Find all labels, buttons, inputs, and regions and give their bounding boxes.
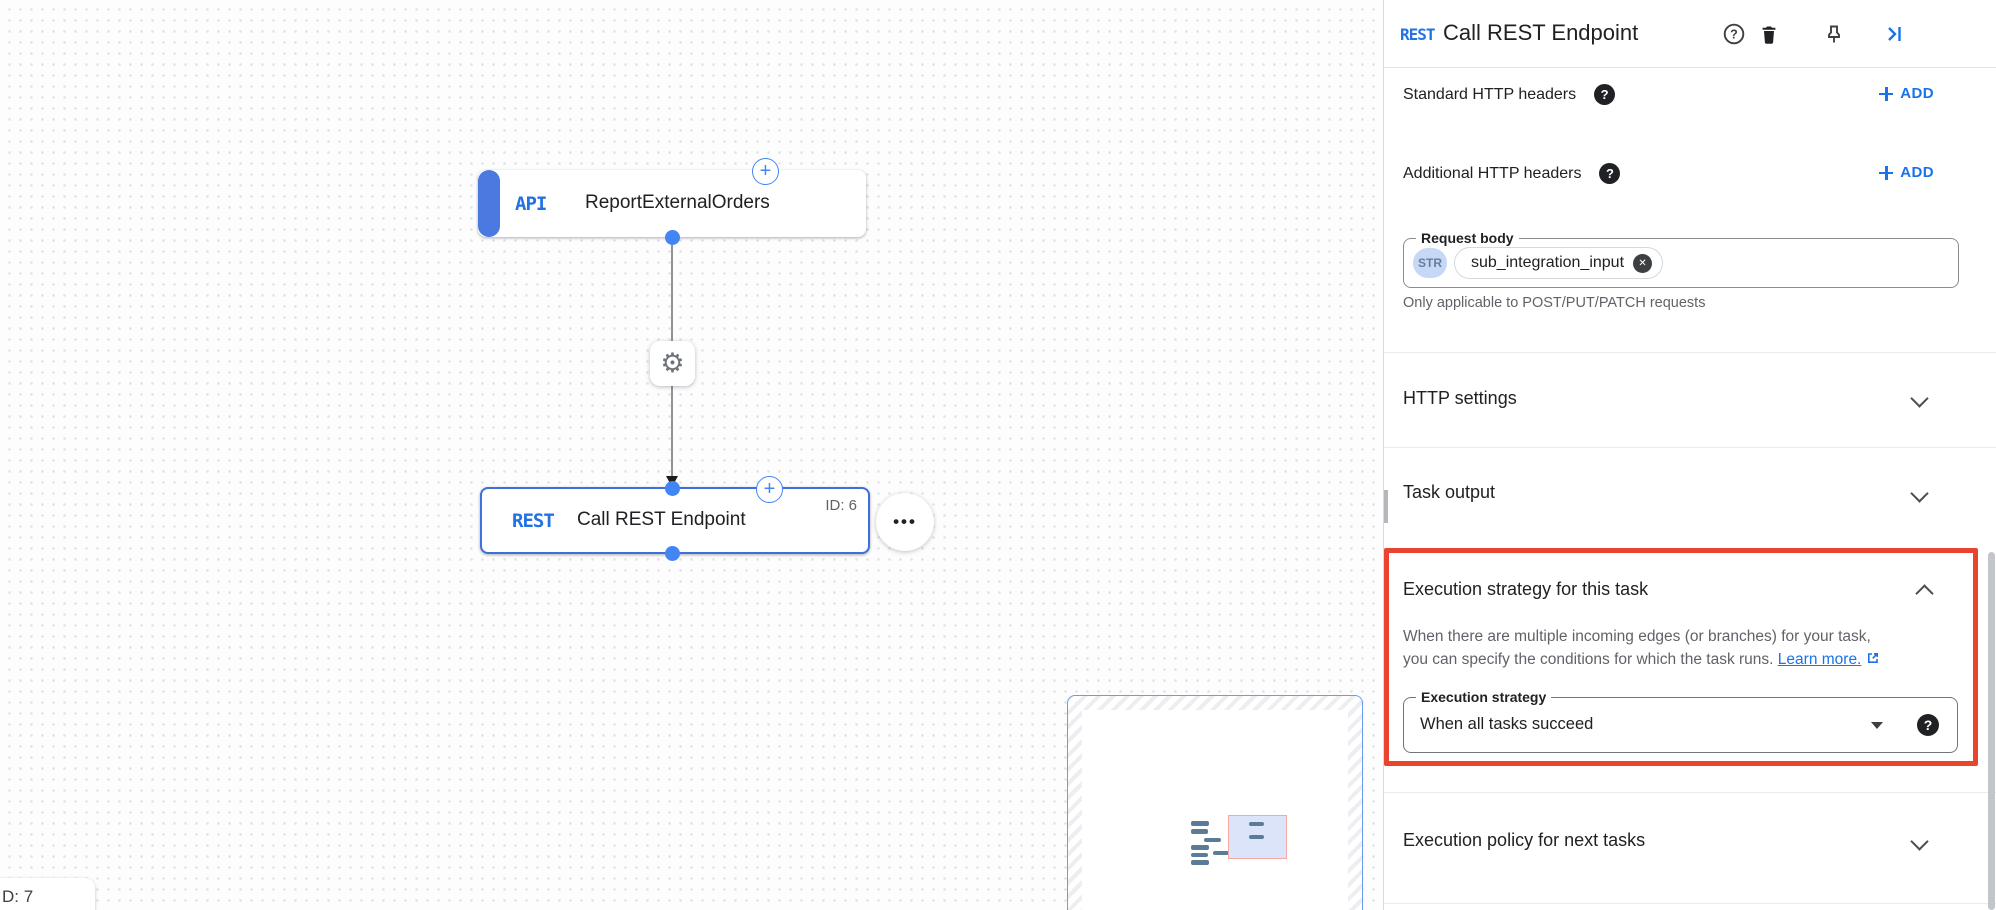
execution-strategy-value: When all tasks succeed	[1420, 715, 1594, 733]
additional-headers-label: Additional HTTP headers	[1403, 164, 1582, 182]
gear-icon: ⚙	[660, 348, 685, 378]
execution-strategy-select[interactable]: Execution strategy When all tasks succee…	[1403, 689, 1958, 753]
workflow-canvas[interactable]: ⚙ API ReportExternalOrders + REST Call R…	[0, 0, 1383, 910]
execution-strategy-field-label: Execution strategy	[1416, 689, 1552, 705]
node-report-external-orders[interactable]: API ReportExternalOrders	[478, 170, 866, 237]
request-body-label: Request body	[1416, 230, 1519, 246]
divider	[1384, 352, 1996, 353]
edge-settings-button[interactable]: ⚙	[650, 341, 695, 386]
minimap-node-bar	[1191, 829, 1208, 834]
svg-text:?: ?	[1730, 28, 1738, 42]
minimap-node-bar	[1249, 822, 1264, 826]
help-icon[interactable]: ?	[1599, 163, 1621, 184]
string-type-chip: STR	[1413, 248, 1447, 278]
execution-strategy-title: Execution strategy for this task	[1403, 579, 1649, 599]
minimap-node-bar	[1191, 845, 1209, 850]
panel-scroll-indicator	[1384, 490, 1388, 523]
api-task-icon: API	[515, 193, 547, 215]
remove-value-icon[interactable]: ✕	[1633, 253, 1653, 273]
node-title: ReportExternalOrders	[585, 192, 770, 213]
minimap-viewport[interactable]	[1228, 815, 1287, 859]
divider	[1384, 447, 1996, 448]
execution-policy-section[interactable]: Execution policy for next tasks	[1384, 792, 1996, 903]
learn-more-link[interactable]: Learn more.	[1777, 651, 1862, 668]
rest-task-icon: REST	[1400, 25, 1436, 44]
request-body-field[interactable]: Request body STR sub_integration_input ✕	[1403, 230, 1959, 288]
minimap-node-bar	[1213, 851, 1229, 855]
request-body-helper: Only applicable to POST/PUT/PATCH reques…	[1403, 295, 1706, 311]
minimap-node-bar	[1191, 860, 1209, 865]
node-more-options-button[interactable]: •••	[876, 493, 934, 551]
add-node-icon[interactable]: +	[756, 476, 783, 503]
help-icon[interactable]: ?	[1594, 84, 1616, 105]
node-accent-bar	[478, 170, 500, 237]
external-link-icon	[1867, 653, 1878, 663]
task-output-label: Task output	[1403, 482, 1496, 502]
http-settings-section[interactable]: HTTP settings	[1384, 352, 1996, 447]
help-icon[interactable]: ?	[1722, 22, 1746, 46]
add-icon	[1879, 165, 1894, 180]
minimap[interactable]	[1067, 695, 1363, 910]
chevron-down-icon	[1910, 484, 1929, 503]
minimap-node-bar	[1204, 838, 1221, 842]
add-additional-header-button[interactable]: ADD	[1879, 164, 1934, 181]
execution-strategy-description: When there are multiple incoming edges (…	[1403, 625, 1969, 671]
minimap-node-bar	[1249, 835, 1264, 839]
rest-task-icon: REST	[512, 510, 555, 532]
delete-icon[interactable]	[1757, 22, 1781, 46]
divider	[1384, 792, 1996, 793]
input-port-dot[interactable]	[665, 481, 680, 496]
collapse-panel-icon[interactable]	[1882, 22, 1906, 46]
minimap-extent	[1082, 710, 1348, 910]
output-port-dot[interactable]	[665, 546, 680, 561]
request-body-value-chip[interactable]: sub_integration_input ✕	[1454, 247, 1664, 279]
panel-title: Call REST Endpoint	[1443, 20, 1639, 45]
add-node-icon[interactable]: +	[752, 158, 779, 185]
execution-policy-label: Execution policy for next tasks	[1403, 830, 1646, 850]
chevron-up-icon	[1915, 584, 1934, 603]
additional-headers-row: Additional HTTP headers ?	[1403, 163, 1621, 184]
chevron-down-icon	[1910, 832, 1929, 851]
node-call-rest-endpoint[interactable]: REST Call REST Endpoint ID: 6	[480, 487, 870, 554]
add-standard-header-button[interactable]: ADD	[1879, 85, 1934, 102]
add-icon	[1879, 86, 1894, 101]
dropdown-arrow-icon	[1871, 722, 1883, 729]
node-id-badge: D: 7	[2, 887, 34, 906]
node-title: Call REST Endpoint	[577, 509, 746, 530]
task-output-section[interactable]: Task output	[1384, 447, 1996, 542]
pin-icon[interactable]	[1822, 22, 1846, 46]
help-icon[interactable]: ?	[1917, 714, 1939, 736]
standard-headers-row: Standard HTTP headers ?	[1403, 84, 1616, 105]
standard-headers-label: Standard HTTP headers	[1403, 85, 1577, 103]
panel-header: REST Call REST Endpoint ?	[1384, 0, 1996, 68]
divider	[1384, 903, 1996, 904]
more-icon: •••	[893, 512, 917, 531]
minimap-node-bar	[1191, 821, 1209, 826]
task-config-panel: REST Call REST Endpoint ? Standard HTTP …	[1383, 0, 1996, 910]
minimap-node-bar	[1191, 853, 1208, 857]
node-id-badge: ID: 6	[825, 497, 857, 514]
panel-scrollbar[interactable]	[1988, 552, 1995, 910]
output-port-dot[interactable]	[665, 230, 680, 245]
execution-strategy-highlight: Execution strategy for this task When th…	[1384, 548, 1978, 766]
node-clipped[interactable]: D: 7	[0, 878, 95, 910]
execution-strategy-section[interactable]: Execution strategy for this task	[1389, 553, 1973, 613]
chevron-down-icon	[1910, 389, 1929, 408]
http-settings-label: HTTP settings	[1403, 388, 1517, 408]
